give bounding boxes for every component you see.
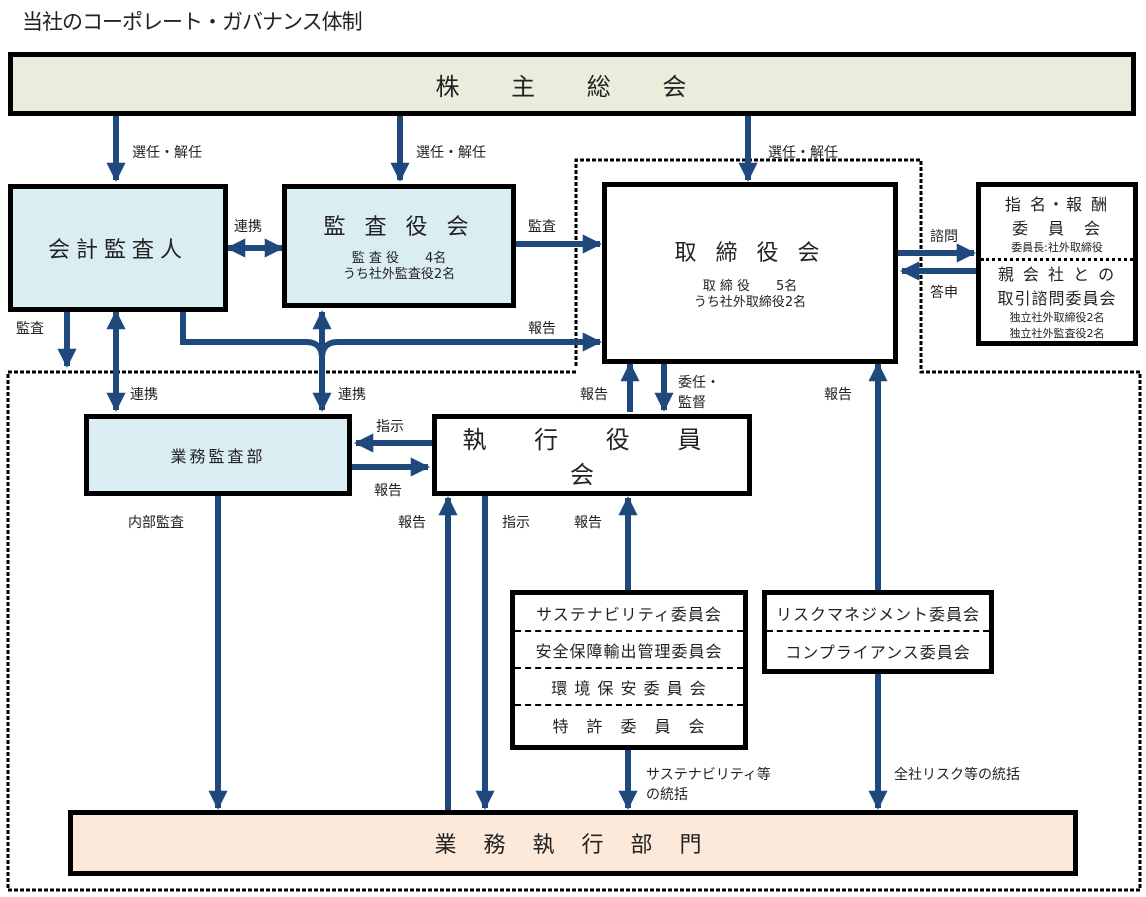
label-elect-board: 選任・解任 xyxy=(768,145,838,161)
business-operations-box[interactable]: 業 務 執 行 部 門 xyxy=(68,810,1078,876)
committee-sustainability[interactable]: サステナビリティ委員会 xyxy=(515,595,743,632)
label-supervise: 監督 xyxy=(678,395,706,411)
label-report-board: 報告 xyxy=(528,321,556,337)
label-elect-auditor: 選任・解任 xyxy=(132,145,202,161)
board-label: 取 締 役 会 xyxy=(674,241,826,266)
label-report-committees: 報告 xyxy=(574,515,602,531)
parent-committee-member2: 独立社外監査役2名 xyxy=(1009,327,1105,340)
label-report-up: 報告 xyxy=(580,387,608,403)
audit-board-label: 監 査 役 会 xyxy=(323,215,475,240)
label-coop-top: 連携 xyxy=(234,219,262,235)
label-internal-audit: 内部監査 xyxy=(128,515,184,531)
label-coop-mid: 連携 xyxy=(338,387,366,403)
committee-environment-safety[interactable]: 環 境 保 安 委 員 会 xyxy=(515,669,743,706)
label-instruct-ops: 指示 xyxy=(502,515,530,531)
parent-committee-name2: 取引諮問委員会 xyxy=(997,289,1117,308)
nomination-committee[interactable]: 指 名・報 酬 委 員 会 委員長:社外取締役 xyxy=(1005,191,1109,258)
label-audit-left: 監査 xyxy=(16,321,44,337)
executive-committee-box[interactable]: 執 行 役 員 会 xyxy=(432,414,752,496)
committee-compliance[interactable]: コンプライアンス委員会 xyxy=(785,642,971,662)
nomination-committee-chair: 委員長:社外取締役 xyxy=(1011,241,1103,254)
operations-label: 業 務 執 行 部 門 xyxy=(434,833,712,858)
label-sustain-oversight-1: サステナビリティ等 xyxy=(646,767,771,783)
label-audit-board: 監査 xyxy=(528,219,556,235)
label-sustain-oversight-2: の統括 xyxy=(646,787,688,803)
nomination-committee-name1: 指 名・報 酬 xyxy=(1004,195,1110,214)
committee-export-control[interactable]: 安全保障輸出管理委員会 xyxy=(515,632,743,669)
label-report-ops: 報告 xyxy=(398,515,426,531)
label-answer: 答申 xyxy=(930,285,958,301)
board-region-outline xyxy=(6,158,1142,892)
audit-board-outside-count: うち社外監査役2名 xyxy=(342,267,456,282)
label-elect-audit-board: 選任・解任 xyxy=(416,145,486,161)
committee-risk-management[interactable]: リスクマネジメント委員会 xyxy=(767,595,989,632)
parent-committee-member1: 独立社外取締役2名 xyxy=(1009,311,1105,324)
executive-committee-label: 執 行 役 員 会 xyxy=(462,426,722,489)
accounting-auditor-label: 会計監査人 xyxy=(47,238,188,263)
advisory-committees-box[interactable]: 指 名・報 酬 委 員 会 委員長:社外取締役 親 会 社 と の 取引諮問委員… xyxy=(976,182,1138,346)
label-coop-left: 連携 xyxy=(130,387,158,403)
internal-audit-label: 業務監査部 xyxy=(170,447,266,466)
audit-board-count: 監 査 役 4名 xyxy=(351,251,447,266)
risk-committees-group[interactable]: リスクマネジメント委員会 コンプライアンス委員会 xyxy=(762,590,994,674)
committee-patent[interactable]: 特 許 委 員 会 xyxy=(552,716,706,736)
label-report-right: 報告 xyxy=(824,387,852,403)
parent-transaction-committee[interactable]: 親 会 社 と の 取引諮問委員会 独立社外取締役2名 独立社外監査役2名 xyxy=(981,258,1133,341)
nomination-committee-name2: 委 員 会 xyxy=(1011,219,1102,238)
audit-board-box[interactable]: 監 査 役 会 監 査 役 4名 うち社外監査役2名 xyxy=(282,184,516,308)
sustainability-committees-group[interactable]: サステナビリティ委員会 安全保障輸出管理委員会 環 境 保 安 委 員 会 特 … xyxy=(510,590,748,750)
shareholders-label: 株 主 総 会 xyxy=(435,72,709,101)
board-outside-count: うち社外取締役2名 xyxy=(693,295,807,310)
label-delegate: 委任・ xyxy=(678,375,720,391)
accounting-auditor-box[interactable]: 会計監査人 xyxy=(8,184,228,312)
page-title: 当社のコーポレート・ガバナンス体制 xyxy=(22,10,363,34)
board-count: 取 締 役 5名 xyxy=(702,279,798,294)
label-consult: 諮問 xyxy=(930,229,958,245)
internal-audit-dept-box[interactable]: 業務監査部 xyxy=(84,414,352,496)
label-instruct-audit: 指示 xyxy=(376,419,404,435)
shareholders-meeting-box[interactable]: 株 主 総 会 xyxy=(8,52,1136,116)
label-report-from-audit: 報告 xyxy=(374,483,402,499)
parent-committee-name1: 親 会 社 と の xyxy=(997,265,1117,284)
board-of-directors-box[interactable]: 取 締 役 会 取 締 役 5名 うち社外取締役2名 xyxy=(602,182,898,364)
label-risk-oversight: 全社リスク等の統括 xyxy=(894,767,1020,783)
